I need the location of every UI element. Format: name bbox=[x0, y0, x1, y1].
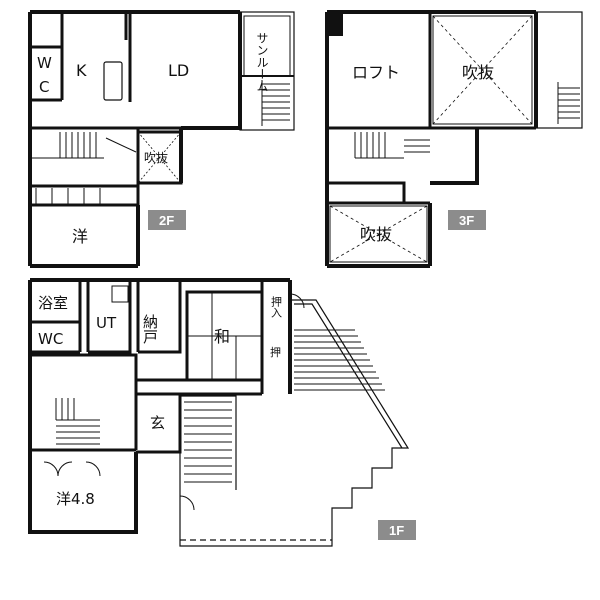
room-wc-1f-label: WC bbox=[38, 330, 63, 348]
floor-3f bbox=[325, 10, 583, 268]
room-kitchen-label: K bbox=[76, 61, 87, 80]
floor-tag-2f-bg bbox=[148, 210, 186, 230]
room-ld-label: LD bbox=[168, 61, 189, 80]
room-japanese-label: 和 bbox=[214, 327, 230, 346]
room-western-1f-label: 洋4.8 bbox=[56, 490, 95, 508]
room-void-top-3f-label: 吹抜 bbox=[462, 63, 494, 82]
floor-tag-1f: 1F bbox=[389, 523, 404, 538]
room-entrance-label: 玄 bbox=[150, 414, 165, 432]
floor-tag-3f-bg bbox=[448, 210, 486, 230]
room-bath-label: 浴室 bbox=[38, 294, 68, 312]
room-void-2f-label: 吹抜 bbox=[144, 151, 168, 165]
floor-2f bbox=[28, 10, 295, 268]
room-oshiire-top-label: 押入 bbox=[270, 295, 283, 318]
room-sunroom-label: サンルーム bbox=[255, 32, 269, 92]
floor-3f-labels: ロフト 吹抜 吹抜 3F bbox=[352, 63, 494, 244]
floor-tag-3f: 3F bbox=[459, 213, 474, 228]
floor-tag-1f-bg bbox=[378, 520, 416, 540]
room-storage-label: 納戸 bbox=[141, 314, 159, 344]
room-ut-label: UT bbox=[96, 314, 117, 332]
room-western-2f-label: 洋 bbox=[72, 227, 88, 246]
room-loft-label: ロフト bbox=[352, 63, 400, 82]
room-oshiire-bottom-label: 押 bbox=[270, 345, 281, 359]
room-void-bottom-3f-label: 吹抜 bbox=[360, 225, 392, 244]
floor-1f bbox=[28, 278, 410, 547]
floor-1f-labels: 浴室 UT 納戸 WC 押入 押 和 玄 洋4.8 1F bbox=[38, 294, 416, 540]
floor-tag-2f: 2F bbox=[159, 213, 174, 228]
